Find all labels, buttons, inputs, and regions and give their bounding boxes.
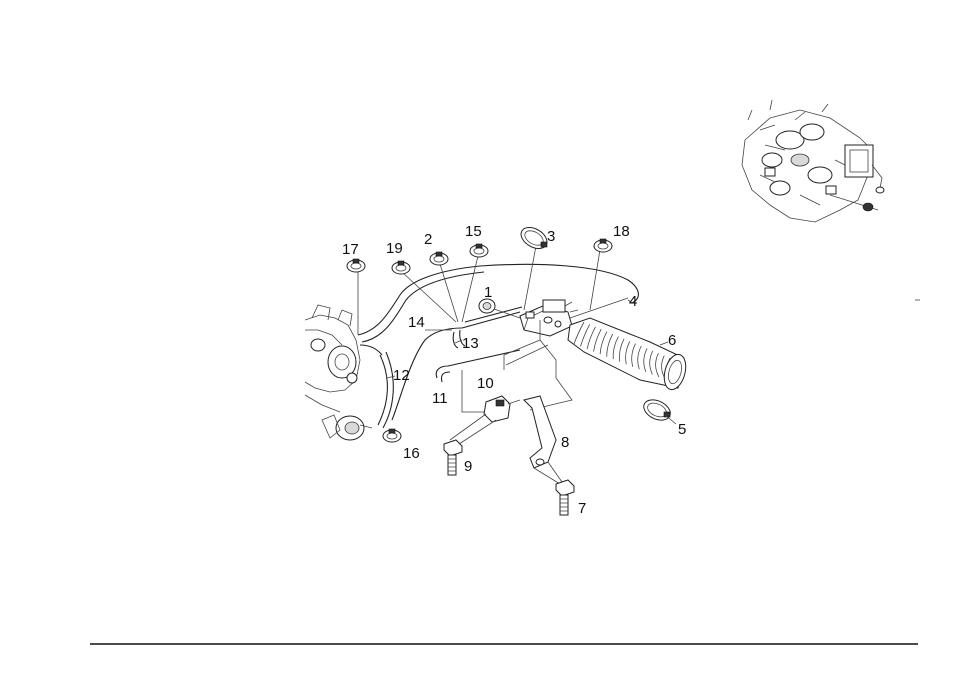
duct-rib (580, 324, 591, 347)
callout-14: 14 (408, 314, 425, 331)
callout-3: 3 (547, 228, 555, 245)
control-valve-body (519, 299, 579, 337)
callout-6: 6 (668, 332, 676, 349)
clamp-18 (593, 238, 613, 253)
clamp-17 (346, 258, 366, 273)
band-clamp-5 (643, 399, 671, 421)
duct-rib (655, 353, 660, 378)
callout-19: 19 (386, 240, 403, 257)
clamp-19 (391, 260, 411, 275)
duct-rib (599, 331, 608, 355)
clamp-16 (382, 428, 402, 443)
bolt-7 (555, 479, 575, 516)
callout-18: 18 (613, 223, 630, 240)
callout-17: 17 (342, 241, 359, 258)
duct-rib (631, 343, 636, 367)
callout-2: 2 (424, 231, 432, 248)
duct-rib (593, 329, 602, 352)
callout-7: 7 (578, 500, 586, 517)
callout-5: 5 (678, 421, 686, 438)
duct-rib (625, 341, 631, 365)
callout-1: 1 (484, 284, 492, 301)
clamp-2 (429, 251, 449, 266)
duct-rib (573, 321, 585, 345)
callout-15: 15 (465, 223, 482, 240)
callout-9: 9 (464, 458, 472, 475)
callout-16: 16 (403, 445, 420, 462)
grommet-1 (478, 298, 521, 319)
turbocharger-housing (304, 304, 373, 441)
callout-10: 10 (477, 375, 494, 392)
duct-rib (643, 348, 648, 373)
callout-13: 13 (462, 335, 479, 352)
duct-rib (649, 350, 654, 375)
intake-duct-6 (567, 317, 687, 391)
callout-11: 11 (432, 390, 448, 407)
leader-lines (386, 299, 677, 425)
duct-rib (612, 336, 619, 360)
bolt-9 (443, 439, 463, 476)
callout-labels: 17 19 2 15 3 18 1 4 14 13 6 12 10 11 5 8… (342, 223, 686, 517)
callout-12: 12 (393, 367, 410, 384)
duct-rib (637, 345, 642, 370)
solenoid-10 (449, 395, 521, 447)
duct-rib (586, 326, 596, 350)
callout-4: 4 (629, 293, 637, 310)
band-clamp-3 (520, 227, 548, 249)
duct-rib (618, 338, 625, 362)
duct-rib (606, 333, 614, 357)
callout-8: 8 (561, 434, 569, 451)
clamp-15 (469, 243, 489, 258)
engine-locator-thumbnail (741, 99, 885, 223)
